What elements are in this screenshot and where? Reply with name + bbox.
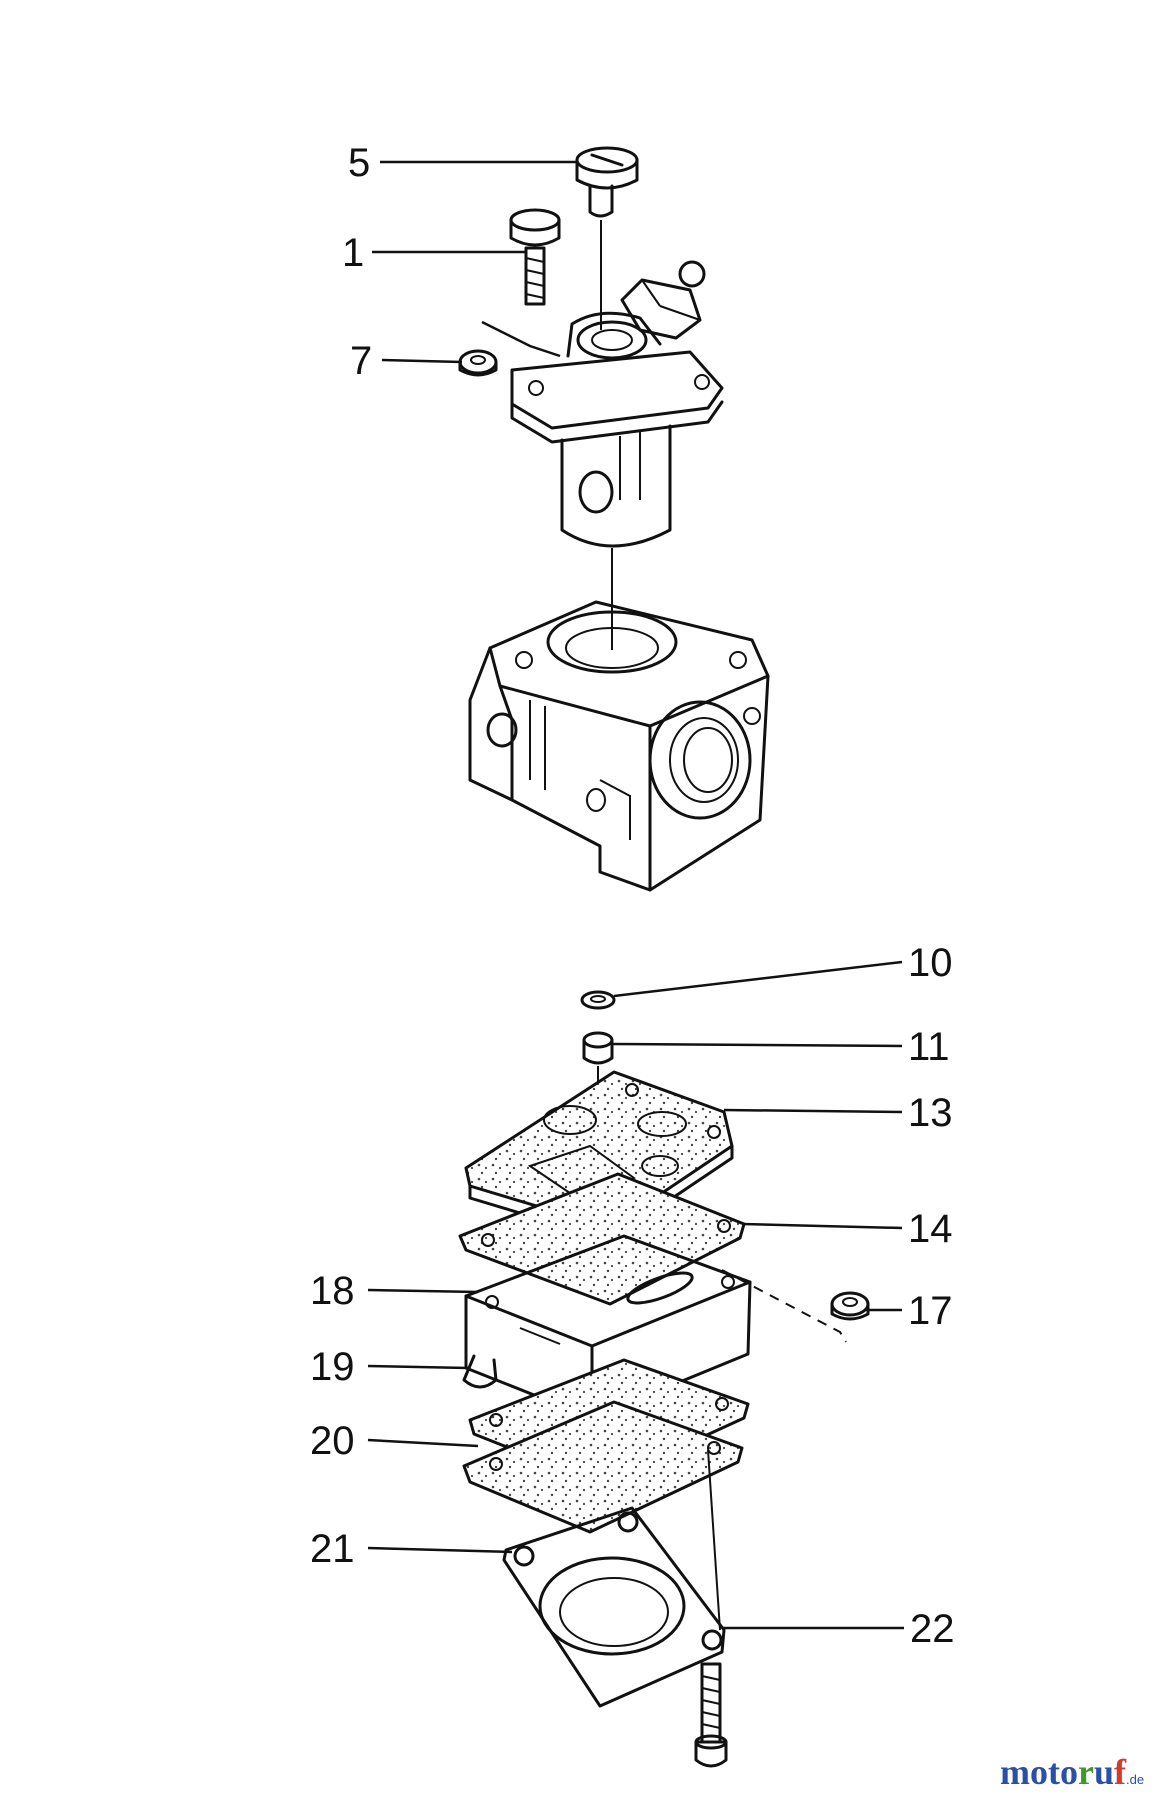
throttle-housing [510, 260, 724, 650]
label-part-10: 10 [908, 941, 953, 985]
label-part-22: 22 [910, 1607, 955, 1651]
watermark-logo: motoruf.de [1000, 1752, 1144, 1792]
label-part-20: 20 [310, 1419, 355, 1463]
part-labels: 5 1 7 10 11 13 14 17 18 19 20 21 22 [310, 141, 955, 1651]
metering-plate [462, 1400, 744, 1631]
label-part-1: 1 [342, 231, 364, 275]
leader-lines [367, 160, 904, 1630]
label-part-14: 14 [908, 1207, 953, 1251]
label-part-18: 18 [310, 1269, 355, 1313]
part-22-screw [694, 1662, 728, 1768]
carburetor-body [468, 600, 770, 892]
part-13-pump-plate [464, 1070, 734, 1242]
part-17-nut [721, 1269, 870, 1343]
label-part-17: 17 [908, 1289, 953, 1333]
part-21-cover [502, 1506, 726, 1708]
label-part-5: 5 [348, 141, 370, 185]
part-1-bolt [509, 208, 561, 306]
part-5-screw [575, 146, 639, 330]
part-7-nut [458, 349, 498, 377]
svg-text:motoruf.de: motoruf.de [1000, 1752, 1144, 1792]
label-part-7: 7 [350, 339, 372, 383]
label-part-13: 13 [908, 1091, 953, 1135]
label-part-21: 21 [310, 1527, 355, 1571]
label-part-11: 11 [908, 1025, 950, 1069]
part-10-washer [580, 990, 616, 1010]
label-part-19: 19 [310, 1345, 355, 1389]
